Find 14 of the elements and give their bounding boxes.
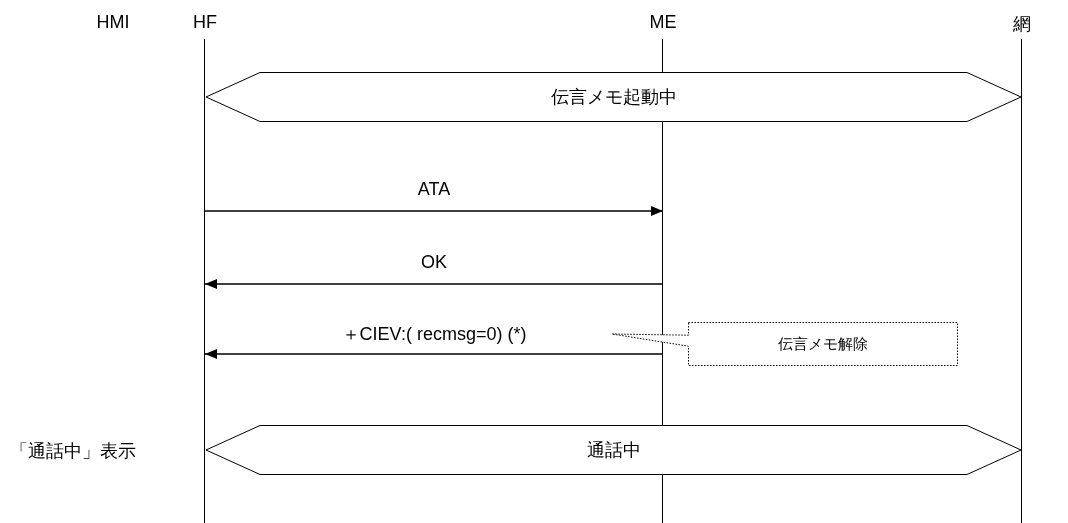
state-label: 伝言メモ起動中 [550, 86, 677, 109]
state-label: 通話中 [586, 439, 641, 462]
lifeline-label: HMI [96, 12, 130, 33]
message-label: ＋CIEV:( recmsg=0) (*) [341, 323, 527, 346]
message-label: ATA [417, 179, 451, 200]
lifeline-label: HF [193, 12, 217, 33]
note-text: 「通話中」表示 [10, 440, 136, 463]
lifeline-label: ME [649, 12, 677, 33]
message-arrow [204, 279, 664, 289]
callout-text: 伝言メモ解除 [778, 334, 868, 354]
message-arrow [204, 206, 664, 216]
message-label: OK [421, 252, 447, 273]
message-arrow [204, 349, 664, 359]
lifeline-label: 網 [1013, 13, 1031, 36]
